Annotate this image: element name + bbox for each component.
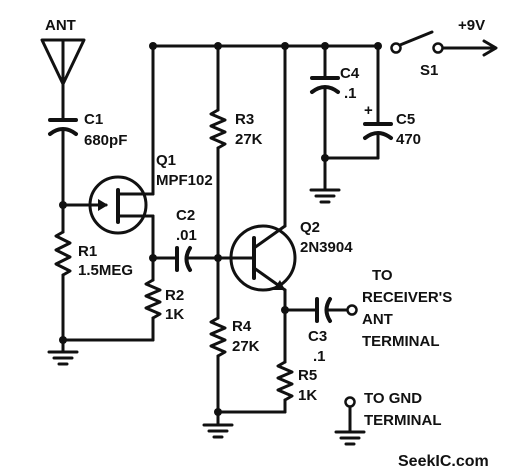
r5-resistor-symbol [276,308,294,414]
c4-capacitor-symbol [310,44,340,160]
receiver-label-line-3: ANT [362,311,393,328]
c4-value: .1 [344,85,357,102]
q1-ref: Q1 [156,152,176,169]
q2-part: 2N3904 [300,239,353,256]
c1-ref: C1 [84,111,103,128]
r3-resistor-symbol [209,44,227,260]
gnd-terminal-ground-symbol [334,405,366,446]
c5-value: 470 [396,131,421,148]
decoupling-ground-symbol [309,156,341,204]
q1-part: MPF102 [156,172,213,189]
c1-value: 680pF [84,132,127,149]
q1-jfet-symbol [61,175,155,235]
gnd-label-line-1: TO GND [364,390,422,407]
c3-ref: C3 [308,328,327,345]
c2-capacitor-symbol [175,246,237,272]
s1-label: S1 [420,62,438,79]
r1-resistor-symbol [54,203,72,342]
junction-dots [59,42,382,416]
c1-capacitor-symbol [48,118,78,207]
c5-ref: C5 [396,111,415,128]
r4-resistor-symbol [209,256,227,414]
receiver-terminal-connector [346,304,358,316]
c3-value: .1 [313,348,326,365]
r3-value: 27K [235,131,263,148]
r5-ref: R5 [298,367,317,384]
gnd-label-line-2: TERMINAL [364,412,442,429]
r4-ref: R4 [232,318,252,335]
c5-capacitor-symbol [363,44,393,160]
q2-transistor-symbol [229,224,297,292]
s1-switch-symbol [390,30,498,57]
gnd-terminal-connector [344,396,356,408]
watermark-text: SeekIC.com [398,453,489,470]
c5-polarity: + [364,102,373,119]
q2-ref: Q2 [300,219,320,236]
receiver-terminal-label: TO RECEIVER'S ANT TERMINAL [362,267,452,350]
r2-ref: R2 [165,287,184,304]
antenna-label: ANT [45,17,76,34]
r4-value: 27K [232,338,260,355]
r3-ref: R3 [235,111,254,128]
r2-resistor-symbol [144,256,162,342]
supply-voltage-label: +9V [458,17,485,34]
receiver-label-line-2: RECEIVER'S [362,289,452,306]
c2-ref: C2 [176,207,195,224]
r1-value: 1.5MEG [78,262,133,279]
r5-value: 1K [298,387,317,404]
r2-value: 1K [165,306,184,323]
c4-ref: C4 [340,65,360,82]
c3-capacitor-symbol [283,297,350,323]
c2-value: .01 [176,227,197,244]
antenna-symbol [40,38,86,122]
receiver-label-line-1: TO [372,267,393,284]
receiver-label-line-4: TERMINAL [362,333,440,350]
r1-ref: R1 [78,243,97,260]
